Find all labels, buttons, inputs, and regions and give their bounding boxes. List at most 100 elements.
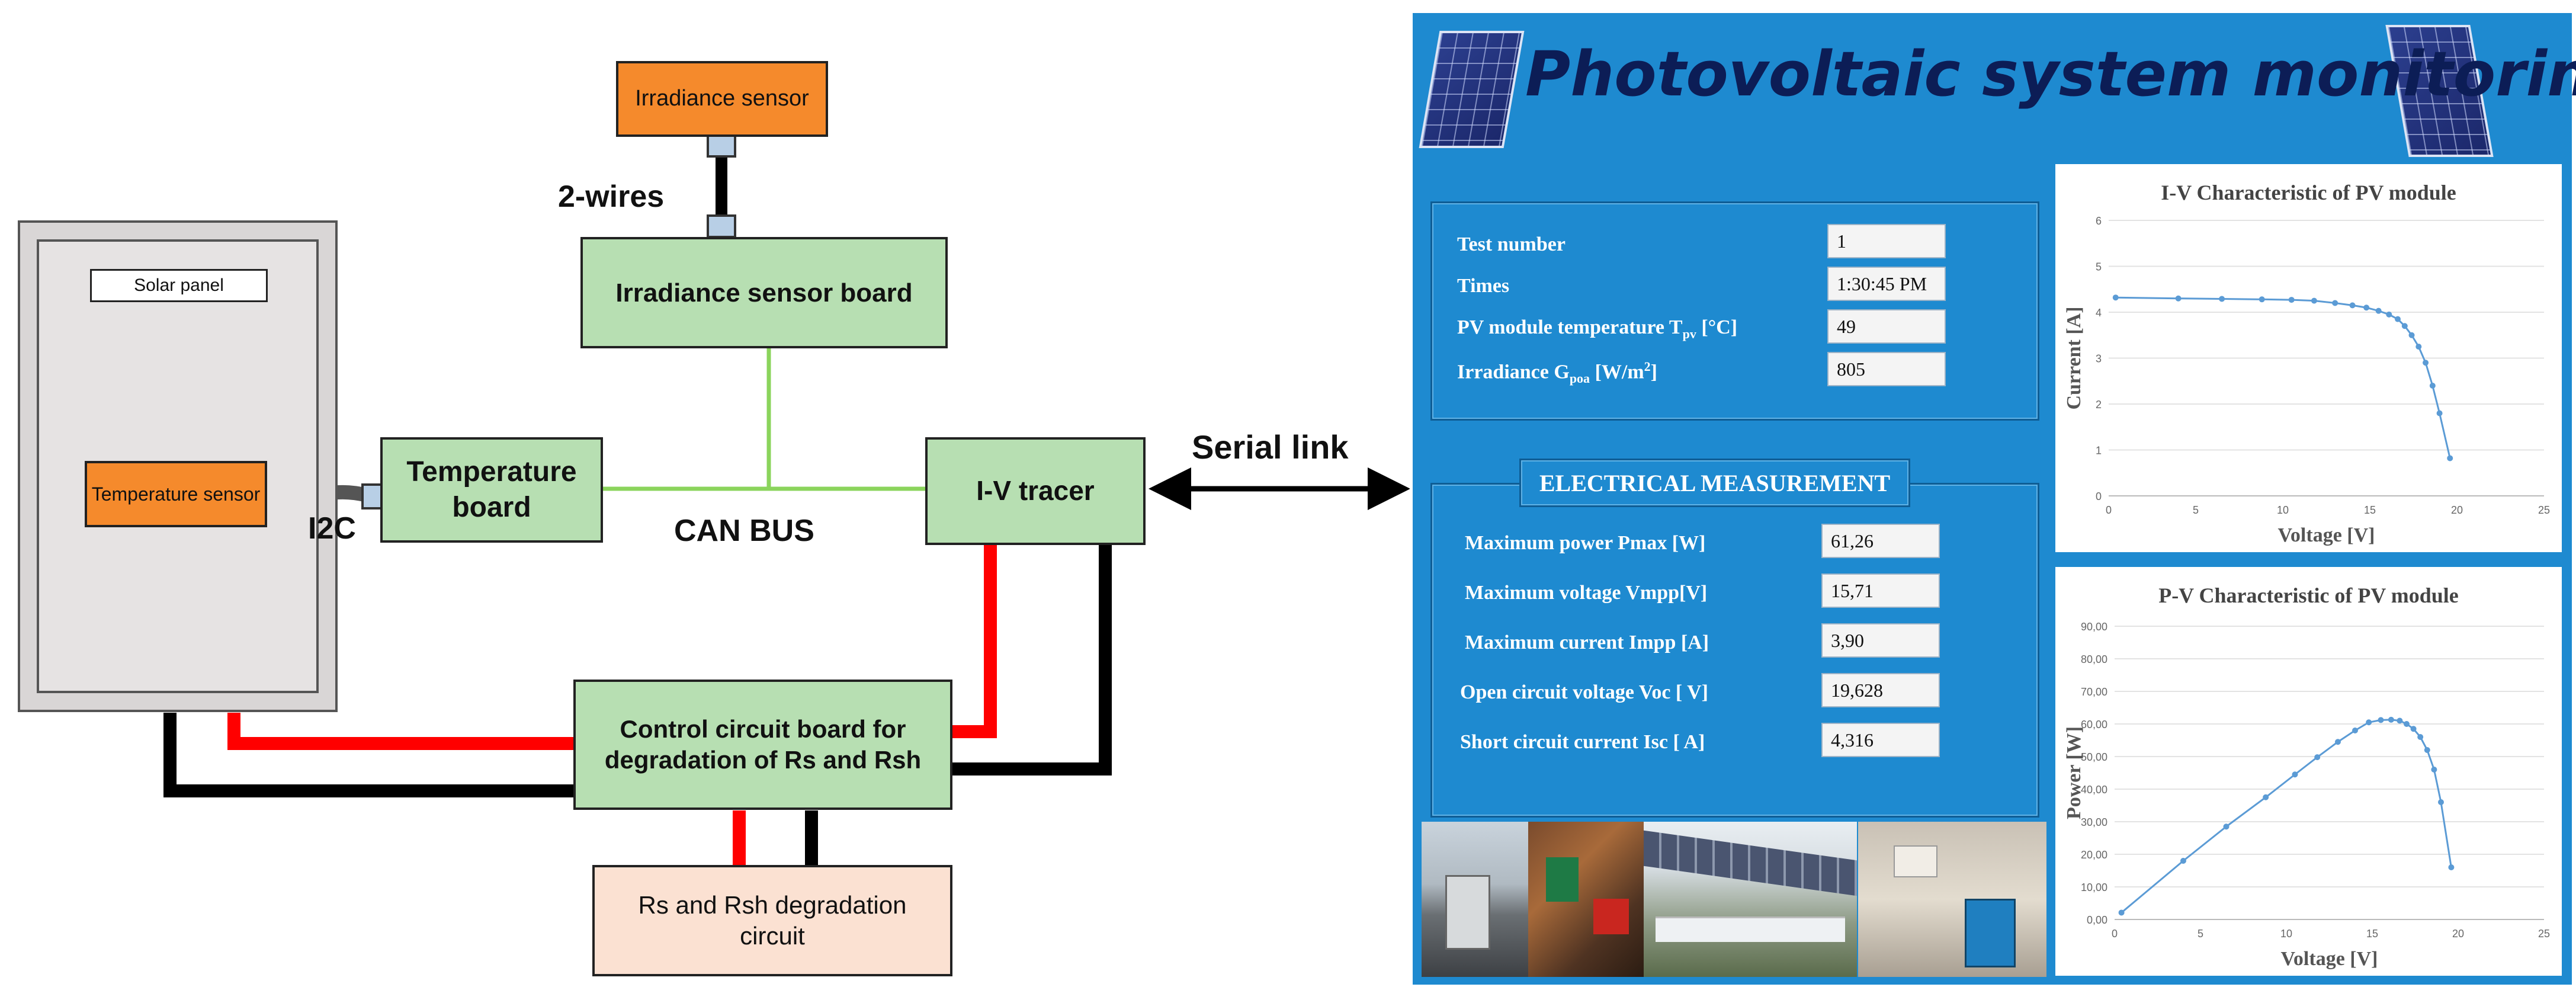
- pv-chart-svg: P-V Characteristic of PV module0,0010,00…: [2063, 584, 2550, 970]
- data-point: [2415, 344, 2422, 350]
- x-tick-label: 20: [2451, 504, 2463, 516]
- x-tick-label: 25: [2538, 504, 2550, 516]
- data-point: [2335, 739, 2341, 745]
- data-point: [2378, 717, 2384, 723]
- y-tick-label: 40,00: [2081, 784, 2107, 796]
- y-tick-label: 50,00: [2081, 751, 2107, 763]
- data-point: [2448, 864, 2455, 870]
- module-temperature-label: PV module temperature Tpv [°C]: [1457, 316, 1738, 341]
- pmax-value[interactable]: 61,26: [1821, 524, 1940, 558]
- irradiance-sensor: Irradiance sensor: [616, 61, 828, 137]
- connector-bottom: [707, 214, 736, 238]
- data-point: [2395, 316, 2401, 322]
- y-axis-label: Power [W]: [2063, 726, 2085, 819]
- data-point: [2180, 858, 2186, 864]
- y-tick-label: 70,00: [2081, 686, 2107, 698]
- y-tick-label: 30,00: [2081, 816, 2107, 828]
- y-tick-label: 3: [2096, 353, 2102, 365]
- solar-panel-label: Solar panel: [90, 269, 268, 302]
- irradiance-sensor-board: Irradiance sensor board: [580, 237, 948, 348]
- pmax-label: Maximum power Pmax [W]: [1465, 532, 1706, 554]
- voc-label: Open circuit voltage Voc [ V]: [1460, 681, 1708, 703]
- times-label: Times: [1457, 275, 1510, 297]
- monitoring-panel: Photovoltaic system monitoring Test numb…: [1413, 13, 2576, 985]
- data-point: [2292, 771, 2298, 778]
- irradiance-value[interactable]: 805: [1827, 352, 1946, 386]
- monitor-title: Photovoltaic system monitoring: [1525, 38, 2576, 110]
- i2c-label: I2C: [308, 511, 356, 546]
- isc-label: Short circuit current Isc [ A]: [1460, 731, 1705, 753]
- data-point: [2410, 726, 2417, 732]
- installation-photo-4: [1858, 822, 2046, 977]
- data-point: [2429, 383, 2436, 389]
- y-tick-label: 4: [2096, 307, 2102, 319]
- data-point: [2314, 754, 2321, 761]
- y-tick-label: 1: [2096, 445, 2102, 457]
- x-tick-label: 5: [2193, 504, 2199, 516]
- degradation-circuit-box: Rs and Rsh degradation circuit: [592, 865, 952, 976]
- solar-module-icon-left: [1419, 31, 1525, 148]
- data-point: [2352, 728, 2358, 733]
- data-point: [2219, 296, 2225, 302]
- can-bus-label: CAN BUS: [674, 514, 814, 548]
- test-number-value[interactable]: 1: [1827, 224, 1946, 258]
- data-point: [2175, 295, 2182, 302]
- system-diagram: Solar panel Temperature sensor I2C Tempe…: [18, 61, 1410, 976]
- impp-value[interactable]: 3,90: [1821, 623, 1940, 658]
- data-point: [2263, 794, 2269, 800]
- red-wire-tracer: [952, 545, 997, 738]
- y-tick-label: 5: [2096, 261, 2102, 273]
- x-tick-label: 5: [2198, 928, 2203, 940]
- data-point: [2423, 360, 2429, 366]
- x-axis-label: Voltage [V]: [2281, 948, 2378, 970]
- control-circuit-board: Control circuit board for degradation of…: [573, 680, 952, 810]
- data-point: [2436, 410, 2443, 416]
- y-axis-label: Current [A]: [2063, 306, 2085, 409]
- voc-value[interactable]: 19,628: [1821, 673, 1940, 707]
- chart-title: I-V Characteristic of PV module: [2161, 181, 2456, 204]
- y-tick-label: 80,00: [2081, 653, 2107, 665]
- times-value[interactable]: 1:30:45 PM: [1827, 267, 1946, 301]
- data-point: [2363, 305, 2370, 311]
- data-point: [2431, 767, 2437, 773]
- wiring-layer: [163, 134, 1410, 865]
- installation-photo-2: [1528, 822, 1644, 977]
- test-info-frame: [1430, 201, 2039, 421]
- series-line: [2121, 719, 2452, 914]
- y-tick-label: 60,00: [2081, 719, 2107, 730]
- data-point: [2366, 719, 2372, 726]
- data-point: [2223, 823, 2229, 830]
- solar-panel-inner: [37, 239, 319, 693]
- black-wire-tracer: [952, 545, 1112, 776]
- x-tick-label: 10: [2280, 928, 2292, 940]
- y-tick-label: 0: [2096, 491, 2102, 502]
- module-temperature-value[interactable]: 49: [1827, 309, 1946, 344]
- serial-link-label: Serial link: [1192, 428, 1349, 466]
- black-wire-panel: [163, 713, 573, 797]
- data-point: [2375, 307, 2382, 314]
- isc-value[interactable]: 4,316: [1821, 723, 1940, 757]
- electrical-heading: ELECTRICAL MEASUREMENT: [1519, 459, 1910, 507]
- data-point: [2388, 716, 2394, 723]
- data-point: [2118, 909, 2125, 916]
- installation-photo-1: [1422, 822, 1528, 977]
- data-point: [2349, 302, 2356, 309]
- installation-photo-3: [1644, 822, 1857, 977]
- x-tick-label: 15: [2366, 928, 2378, 940]
- x-tick-label: 0: [2112, 928, 2118, 940]
- vmpp-value[interactable]: 15,71: [1821, 573, 1940, 608]
- x-tick-label: 25: [2538, 928, 2550, 940]
- data-point: [2438, 799, 2444, 805]
- temperature-sensor: Temperature sensor: [85, 461, 267, 527]
- data-point: [2424, 747, 2430, 753]
- data-point: [2401, 323, 2408, 329]
- y-tick-label: 10,00: [2081, 882, 2107, 893]
- iv-tracer-box: I-V tracer: [925, 437, 1146, 545]
- data-point: [2386, 311, 2392, 318]
- impp-label: Maximum current Impp [A]: [1465, 632, 1709, 653]
- data-point: [2408, 332, 2415, 338]
- data-point: [2404, 721, 2410, 727]
